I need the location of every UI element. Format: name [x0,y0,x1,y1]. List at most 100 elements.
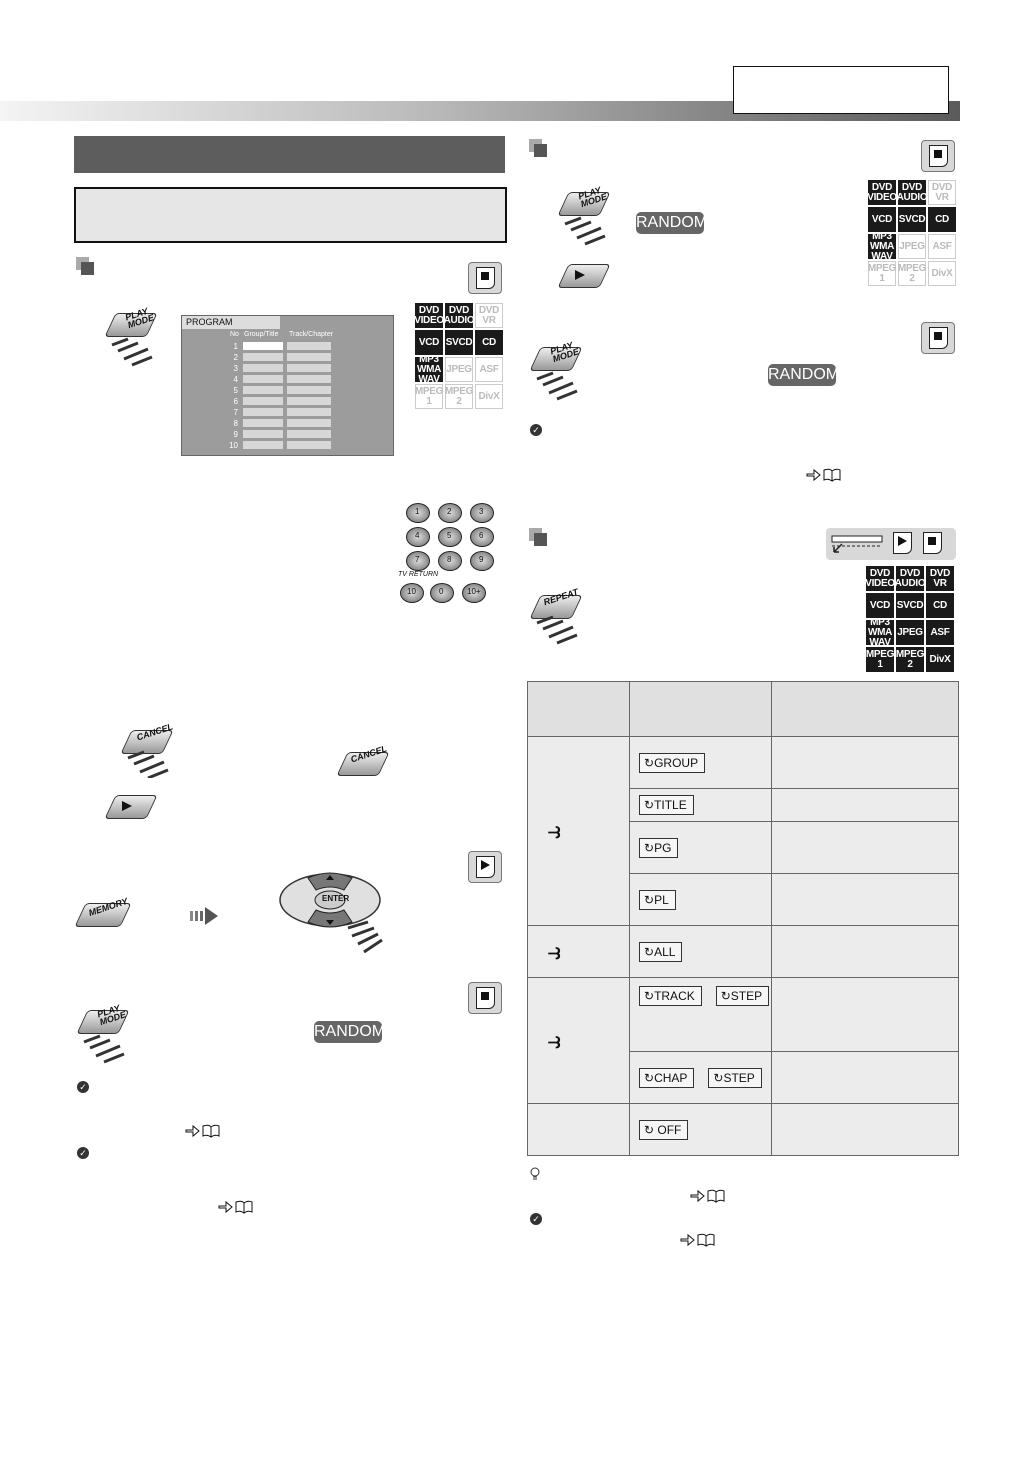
col-group-title: Group/Title [244,331,279,338]
play-mode-indicator-icon [468,851,502,883]
key-10[interactable]: 10 [400,583,424,603]
page-reference-icon [690,1189,725,1203]
table-row: ⥽ [527,977,630,1104]
program-row-number: 1 [233,342,238,351]
track-chapter-field[interactable] [287,342,331,350]
track-chapter-field[interactable] [287,386,331,394]
page-reference-icon [806,468,841,482]
program-tab: PROGRAM [182,316,280,329]
key-5[interactable]: 5 [438,527,462,547]
page-reference-icon [680,1233,715,1247]
key-0[interactable]: 0 [430,583,454,603]
direction-pad-icon[interactable] [278,868,388,958]
key-1[interactable]: 1 [406,503,430,523]
track-chapter-field[interactable] [287,430,331,438]
disc-logo: JPEG [898,234,926,259]
group-title-field[interactable] [243,342,283,350]
cancel-button[interactable]: CANCEL [120,721,174,778]
track-chapter-field[interactable] [287,441,331,449]
disc-logo: DVD VIDEO [865,566,895,591]
disc-logo: DivX [926,647,954,672]
disc-logo: DVD VR [928,180,956,205]
play-mode-button[interactable]: PLAY MODE [104,306,158,369]
disc-logo: DVD AUDIO [897,180,928,205]
program-row-number: 9 [233,430,238,439]
program-row: 8 [222,419,387,428]
disc-logo: MPEG 2 [445,384,473,409]
program-row: 9 [222,430,387,439]
key-6[interactable]: 6 [470,527,494,547]
group-title-field[interactable] [243,386,283,394]
play-button[interactable] [557,264,611,290]
disc-logo: SVCD [896,593,924,618]
key-2[interactable]: 2 [438,503,462,523]
key-10-plus[interactable]: 10+ [462,583,486,603]
disc-logo: DVD VIDEO [414,303,444,328]
key-8[interactable]: 8 [438,551,462,571]
disc-logo: ASF [926,620,954,645]
progress-bar-icon [831,535,883,553]
disc-logo: MP3 WMA WAV [415,353,443,385]
page-label-box [733,66,949,114]
group-title-field[interactable] [243,419,283,427]
disc-logo: CD [928,207,956,232]
memory-button[interactable]: MEMORY [74,896,132,933]
program-row-number: 4 [233,375,238,384]
repeat-button[interactable]: REPEAT [529,587,583,645]
repeat-indicator-chap: ↻CHAP [639,1067,695,1088]
repeat-indicator-title: ↻TITLE [639,795,694,815]
program-row: 4 [222,375,387,384]
group-title-field[interactable] [243,353,283,361]
group-title-field[interactable] [243,397,283,405]
page-reference-icon [185,1124,220,1138]
group-title-field[interactable] [243,430,283,438]
play-icon [122,801,132,811]
play-button[interactable] [104,795,158,821]
key-9[interactable]: 9 [470,551,494,571]
random-badge: RANDOM [314,1021,385,1043]
track-chapter-field[interactable] [287,397,331,405]
repeat-indicator-step: ↻STEP [715,986,770,1006]
stop-mode-icon [468,982,502,1014]
track-chapter-field[interactable] [287,419,331,427]
program-row: 5 [222,386,387,395]
track-chapter-field[interactable] [287,408,331,416]
group-title-field[interactable] [243,441,283,449]
key-4[interactable]: 4 [406,527,430,547]
track-chapter-field[interactable] [287,353,331,361]
random-badge: RANDOM [768,364,839,386]
play-mode-button[interactable]: PLAY MODE [76,1003,130,1066]
play-icon [575,270,585,280]
cancel-button-small[interactable]: CANCEL [336,743,390,778]
subtitle-box [74,187,507,243]
track-chapter-field[interactable] [287,364,331,372]
key-7[interactable]: 7 [406,551,430,571]
section-title-bar [74,136,505,173]
group-title-field[interactable] [243,408,283,416]
group-title-field[interactable] [243,375,283,383]
disc-logo: JPEG [896,620,924,645]
play-mode-button[interactable]: PLAY MODE [557,185,611,248]
press-lines-icon [83,1034,125,1064]
disc-logo: MPEG 1 [415,384,443,409]
table-header-cell [629,681,772,737]
repeat-curl-icon: ⥽ [548,818,561,843]
program-row: 7 [222,408,387,417]
arrow-right-icon [190,907,218,925]
group-title-field[interactable] [243,364,283,372]
press-lines-icon [111,337,153,367]
track-chapter-field[interactable] [287,375,331,383]
repeat-curl-icon: ⥽ [548,938,561,964]
key-3[interactable]: 3 [470,503,494,523]
disc-logo: DVD VR [475,303,503,328]
note-check-icon: ✓ [530,424,542,436]
play-mode-button[interactable]: PLAY MODE [529,340,583,403]
disc-logo: DVD AUDIO [444,303,475,328]
mode-icons-group [826,528,956,560]
stop-mode-icon [921,140,955,172]
